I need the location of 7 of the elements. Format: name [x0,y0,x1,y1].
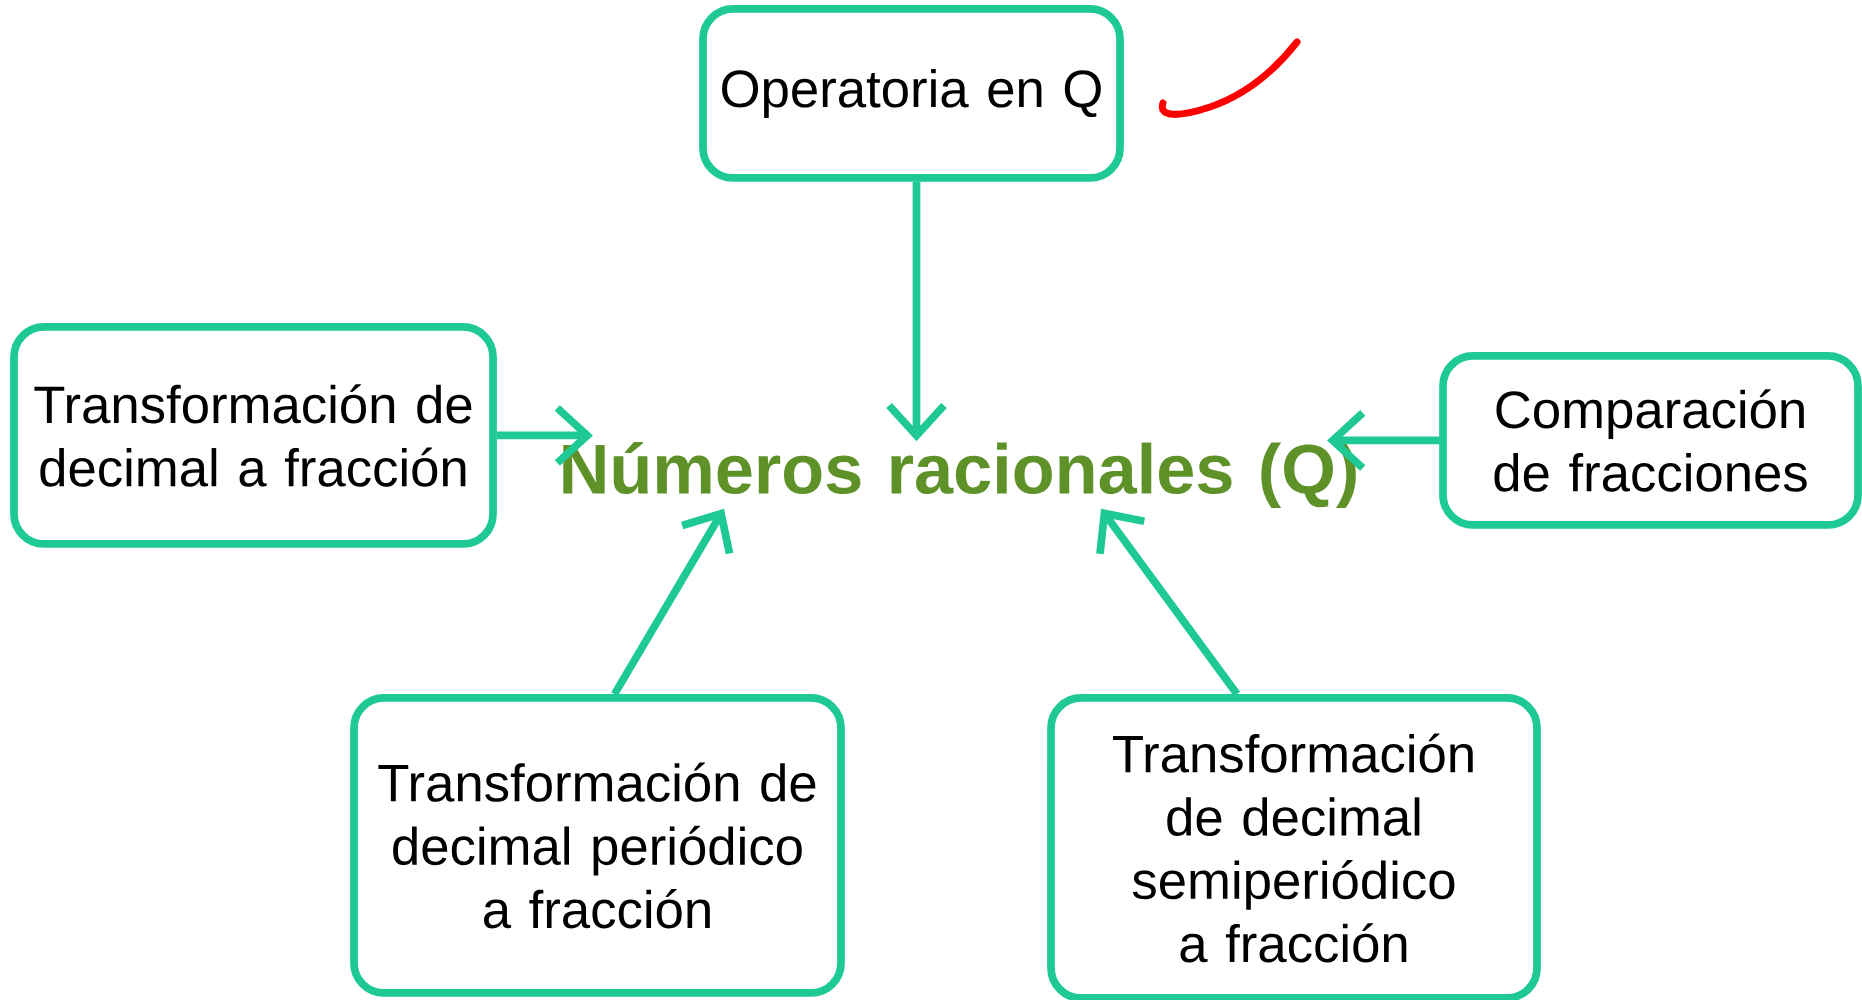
concept-box: Operatoria en Q [699,5,1124,182]
concept-box: Transformación de decimal semiperiódico a fracción [1047,694,1541,1000]
arrow [611,508,734,697]
concept-box: Transformación de decimal periódico a fracción [350,694,845,997]
concept-box: Comparación de fracciones [1439,352,1862,529]
arrow [1096,508,1241,697]
concept-box: Transformación de decimal a fracción [10,323,497,548]
